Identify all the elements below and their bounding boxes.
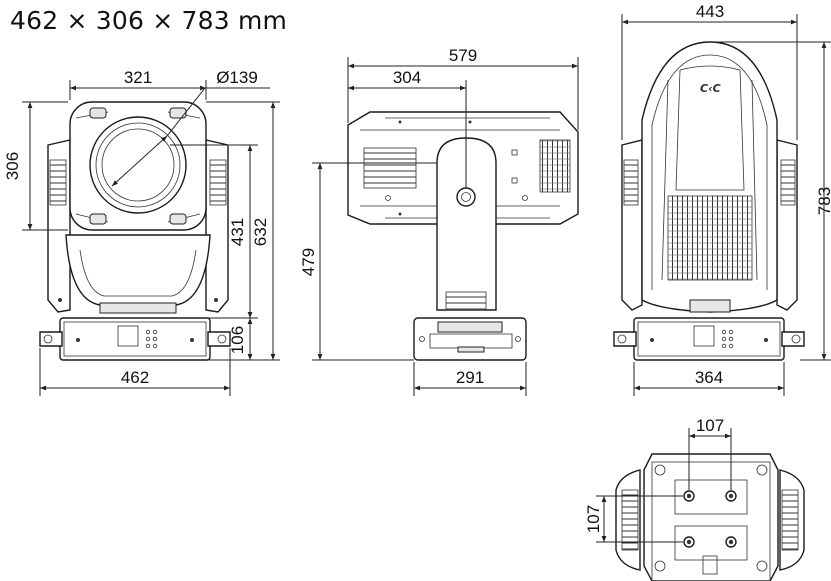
dim-side-length: 579 — [449, 46, 477, 65]
front-head-lower — [65, 234, 211, 306]
dim-front-lens-diameter: Ø139 — [216, 68, 258, 87]
dim-side-base-depth: 291 — [456, 368, 484, 387]
back-base — [633, 317, 785, 361]
side-yoke-arm — [436, 137, 497, 311]
front-display — [117, 325, 139, 347]
product-dimensions-title: 462 × 306 × 783 mm — [10, 6, 288, 35]
dim-side-pivot-height: 479 — [299, 248, 318, 276]
dim-back-width: 443 — [696, 2, 724, 21]
dim-back-base-width: 364 — [695, 368, 723, 387]
dim-side-pivot-offset: 304 — [393, 68, 421, 87]
dim-front-head-height: 306 — [3, 152, 22, 180]
dim-bottom-hole-spacing-y: 107 — [584, 505, 603, 533]
dim-front-base-width: 462 — [121, 368, 149, 387]
dim-front-yoke-height: 431 — [228, 218, 247, 246]
dim-back-total-height: 783 — [815, 187, 831, 215]
front-lens — [101, 128, 175, 202]
dim-front-head-width: 321 — [124, 68, 152, 87]
front-view: 321 Ø139 306 431 632 106 462 — [3, 68, 280, 396]
dim-front-total-height: 632 — [251, 218, 270, 246]
dim-front-base-height: 106 — [228, 326, 247, 354]
front-base — [59, 317, 211, 361]
back-cooling-grill — [667, 195, 753, 281]
bottom-view: 107 107 — [584, 416, 805, 581]
dim-bottom-hole-spacing-x: 107 — [696, 416, 724, 435]
front-lens-outer — [89, 116, 187, 214]
side-view: 579 304 479 291 — [299, 46, 579, 396]
bottom-base-plate — [643, 453, 779, 581]
back-view: C‹C 443 783 364 — [613, 2, 831, 396]
side-pivot — [456, 187, 476, 207]
back-brand-logo: C‹C — [700, 82, 721, 95]
